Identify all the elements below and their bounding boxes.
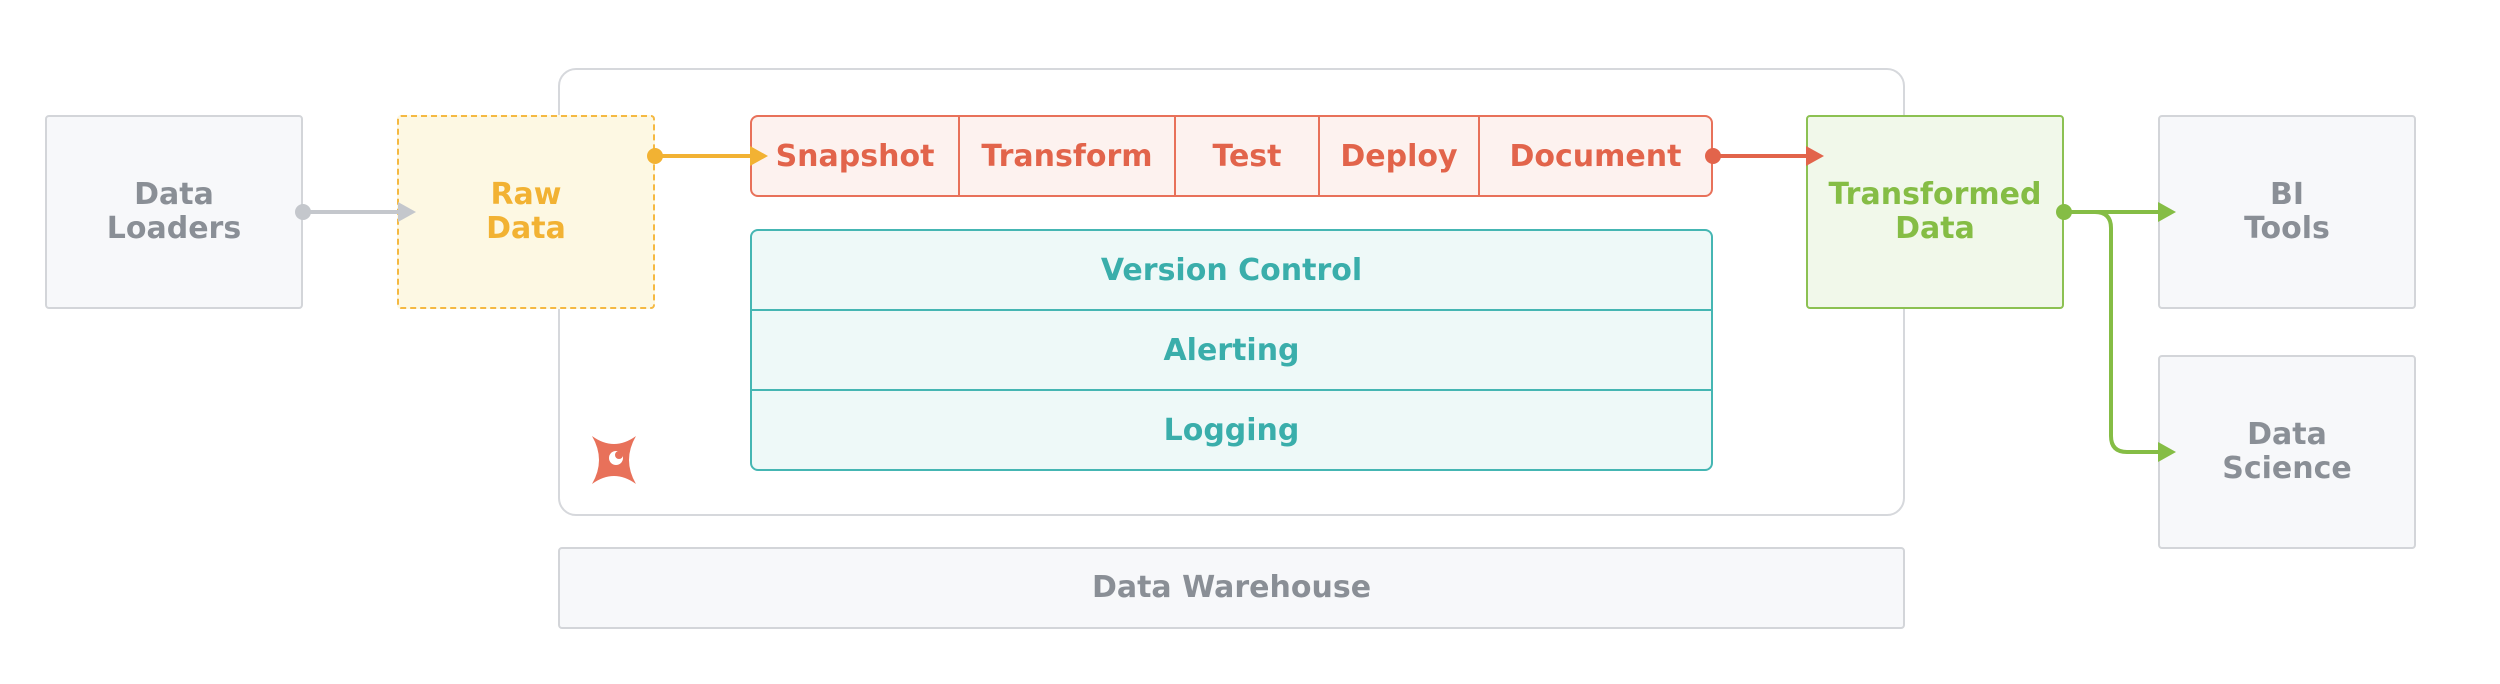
connector-raw-to-steps [647, 146, 768, 166]
data-science-node: Data Science [2158, 355, 2416, 549]
step-transform: Transform [960, 117, 1176, 195]
raw-data-label: Raw Data [486, 177, 566, 246]
raw-data-node: Raw Data [397, 115, 655, 309]
feature-alerting: Alerting [752, 311, 1711, 391]
data-science-label: Data Science [2222, 417, 2352, 486]
pipeline-steps-bar: Snapshot Transform Test Deploy Document [750, 115, 1713, 197]
step-test: Test [1176, 117, 1320, 195]
features-panel: Version Control Alerting Logging [750, 229, 1713, 471]
connector-loaders-to-raw [295, 202, 416, 222]
feature-logging: Logging [1163, 412, 1300, 448]
data-warehouse-label: Data Warehouse [1091, 570, 1372, 605]
feature-version-control: Version Control [752, 231, 1711, 311]
transformed-data-label: Transformed Data [1828, 177, 2042, 246]
bi-tools-label: BI Tools [2244, 177, 2330, 246]
step-deploy: Deploy [1320, 117, 1480, 195]
data-loaders-node: Data Loaders [45, 115, 303, 309]
dbt-logo-icon [592, 436, 636, 484]
step-document: Document [1509, 138, 1682, 174]
data-warehouse-bar: Data Warehouse [558, 547, 1905, 629]
bi-tools-node: BI Tools [2158, 115, 2416, 309]
connector-transformed-to-consumers [2056, 202, 2176, 462]
step-snapshot: Snapshot [752, 117, 960, 195]
connector-steps-to-transformed [1705, 146, 1824, 166]
data-loaders-label: Data Loaders [106, 177, 242, 246]
